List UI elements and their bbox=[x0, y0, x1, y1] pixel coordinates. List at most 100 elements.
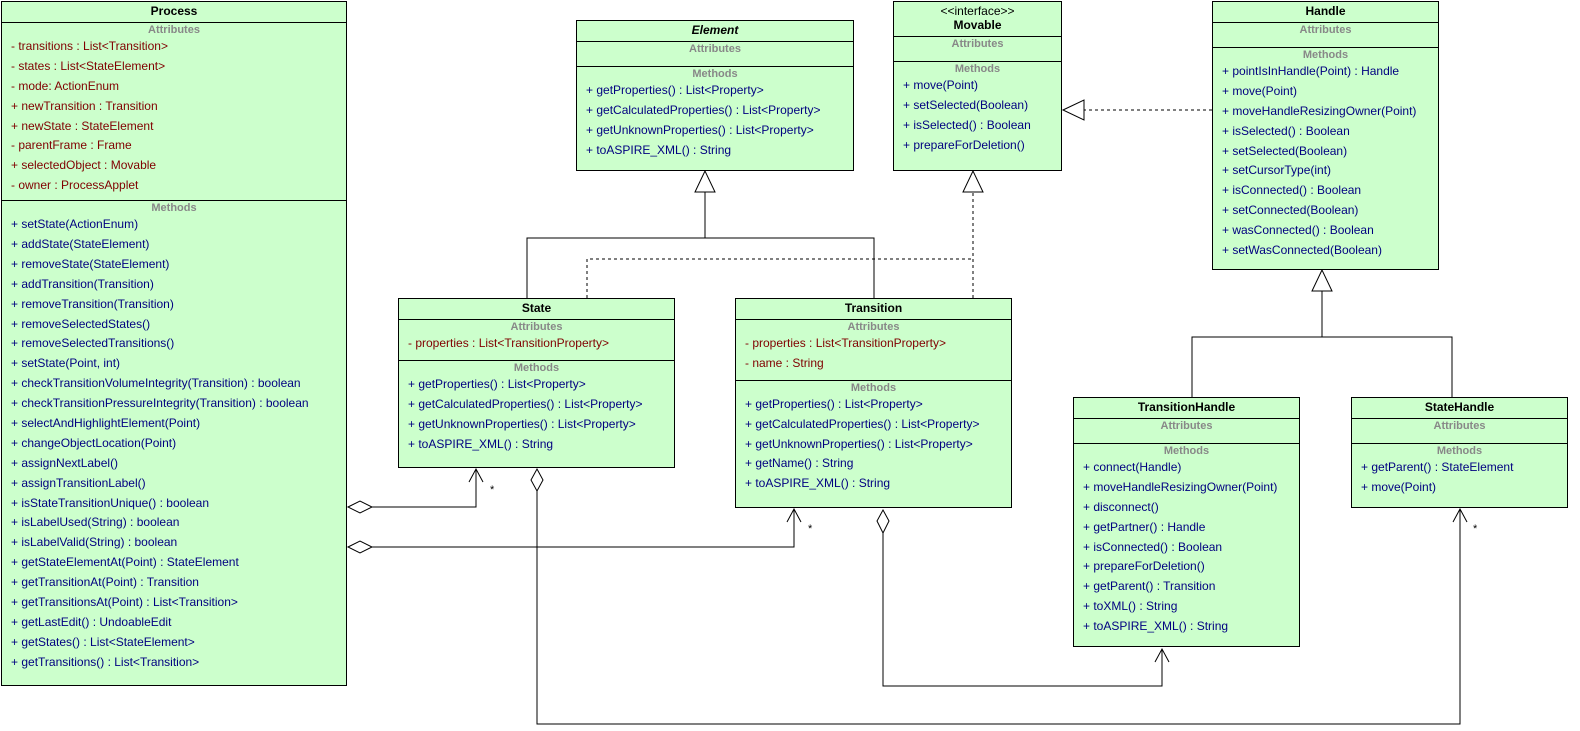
method-row: + toASPIRE_XML() : String bbox=[408, 436, 554, 451]
method-row: + wasConnected() : Boolean bbox=[1222, 223, 1374, 238]
nav-arrowhead-state bbox=[468, 467, 484, 483]
method-row: + getProperties() : List<Property> bbox=[408, 376, 586, 391]
realization-arrowhead-movable bbox=[962, 169, 984, 193]
class-handle[interactable]: Handle Attributes Methods + pointIsInHan… bbox=[1212, 1, 1439, 270]
attribute-row: - name : String bbox=[745, 355, 824, 370]
generalization-arrowhead-handle bbox=[1311, 268, 1333, 292]
section-title: Attributes bbox=[689, 43, 741, 55]
method-row: + pointIsInHandle(Point) : Handle bbox=[1222, 64, 1400, 78]
method-row: + getName() : String bbox=[745, 456, 854, 471]
method-row: + getTransitions() : List<Transition> bbox=[11, 654, 200, 669]
method-row: + getCalculatedProperties() : List<Prope… bbox=[745, 416, 980, 431]
class-state[interactable]: State Attributes - properties : List<Tra… bbox=[398, 298, 675, 468]
method-row: + getProperties() : List<Property> bbox=[586, 83, 764, 97]
method-row: + assignTransitionLabel() bbox=[11, 475, 146, 490]
multiplicity-process-transition: * bbox=[808, 523, 813, 535]
generalization-arrowhead-element bbox=[694, 169, 716, 193]
method-row: + getCalculatedProperties() : List<Prope… bbox=[408, 396, 643, 411]
method-row: + getUnknownProperties() : List<Property… bbox=[745, 436, 973, 451]
attributes-section: Attributes - properties : List<Transitio… bbox=[736, 320, 1011, 381]
method-row: + setState(Point, int) bbox=[11, 356, 121, 371]
class-transition-handle[interactable]: TransitionHandle Attributes Methods + co… bbox=[1073, 397, 1300, 647]
attribute-row: - owner : ProcessApplet bbox=[11, 178, 139, 193]
generalization-statehandle-handle bbox=[1322, 336, 1453, 397]
method-row: + removeSelectedStates() bbox=[11, 316, 151, 331]
method-row: + removeTransition(Transition) bbox=[11, 296, 174, 311]
attribute-row: - parentFrame : Frame bbox=[11, 138, 132, 153]
method-row: + getLastEdit() : UndoableEdit bbox=[11, 614, 172, 629]
method-row: + getCalculatedProperties() : List<Prope… bbox=[586, 102, 821, 117]
aggregation-process-state bbox=[372, 470, 477, 508]
attribute-row: + newState : StateElement bbox=[11, 118, 154, 133]
method-row: + addTransition(Transition) bbox=[11, 276, 154, 291]
method-row: + connect(Handle) bbox=[1083, 460, 1182, 474]
section-title: Methods bbox=[1302, 49, 1349, 61]
attributes-section: Attributes bbox=[894, 37, 1061, 62]
class-name: Transition bbox=[844, 301, 903, 315]
methods-section: Methods + getProperties() : List<Propert… bbox=[577, 67, 853, 161]
methods-section: Methods + connect(Handle) + moveHandleRes… bbox=[1074, 444, 1299, 637]
multiplicity-state-statehandle: * bbox=[1473, 523, 1478, 535]
method-row: + isLabelUsed(String) : boolean bbox=[11, 515, 180, 530]
method-row: + addState(StateElement) bbox=[11, 237, 150, 252]
aggregation-process-transition bbox=[372, 510, 795, 548]
section-title: Attributes bbox=[847, 321, 900, 333]
nav-arrowhead-transitionhandle bbox=[1154, 647, 1170, 663]
class-process[interactable]: Process Attributes - transitions : List<… bbox=[1, 1, 347, 686]
section-title: Attributes bbox=[1433, 420, 1486, 432]
nav-arrowhead-transition bbox=[786, 507, 802, 523]
method-row: + isLabelValid(String) : boolean bbox=[11, 535, 178, 550]
attributes-section: Attributes bbox=[1213, 23, 1438, 48]
attribute-row: - properties : List<TransitionProperty> bbox=[408, 336, 609, 350]
section-title: Attributes bbox=[148, 24, 200, 36]
class-name: Process bbox=[150, 4, 198, 18]
method-row: + isStateTransitionUnique() : boolean bbox=[11, 495, 209, 510]
method-row: + removeState(StateElement) bbox=[11, 256, 170, 271]
realization-state-movable bbox=[586, 258, 973, 298]
method-row: + toASPIRE_XML() : String bbox=[745, 476, 891, 491]
class-header: Transition bbox=[736, 299, 1011, 320]
method-row: + toASPIRE_XML() : String bbox=[1083, 619, 1229, 634]
method-row: + move(Point) bbox=[1222, 83, 1298, 98]
method-row: + setConnected(Boolean) bbox=[1222, 203, 1359, 218]
aggregation-state-statehandle bbox=[536, 491, 1461, 725]
method-row: + getUnknownProperties() : List<Property… bbox=[408, 416, 636, 431]
method-row: + moveHandleResizingOwner(Point) bbox=[1222, 103, 1417, 118]
method-row: + isConnected() : Boolean bbox=[1083, 539, 1223, 554]
aggregation-diamond-transition bbox=[876, 508, 890, 535]
attribute-row: - transitions : List<Transition> bbox=[11, 39, 168, 53]
section-title: Methods bbox=[513, 361, 560, 374]
section-title: Attributes bbox=[510, 321, 563, 333]
section-title: Methods bbox=[1163, 445, 1210, 457]
class-transition[interactable]: Transition Attributes - properties : Lis… bbox=[735, 298, 1012, 508]
method-row: + move(Point) bbox=[903, 78, 979, 92]
attribute-row: - mode: ActionEnum bbox=[11, 78, 120, 93]
method-row: + move(Point) bbox=[1361, 479, 1437, 494]
section-title: Methods bbox=[954, 63, 1001, 75]
method-row: + getTransitionsAt(Point) : List<Transit… bbox=[11, 595, 238, 610]
class-state-handle[interactable]: StateHandle Attributes Methods + getPare… bbox=[1351, 397, 1568, 508]
nav-arrowhead-statehandle bbox=[1452, 507, 1468, 523]
interface-movable[interactable]: <<interface>> Movable Attributes Methods… bbox=[893, 1, 1062, 171]
method-row: + getStateElementAt(Point) : StateElemen… bbox=[11, 555, 239, 570]
method-row: + removeSelectedTransitions() bbox=[11, 336, 175, 351]
class-name: StateHandle bbox=[1424, 400, 1495, 414]
method-row: + prepareForDeletion() bbox=[903, 137, 1025, 152]
section-title: Attributes bbox=[1299, 24, 1352, 36]
methods-section: Methods + move(Point)+ setSelected(Boole… bbox=[894, 62, 1061, 156]
method-row: + moveHandleResizingOwner(Point) bbox=[1083, 479, 1278, 494]
attributes-section: Attributes bbox=[1352, 419, 1567, 444]
section-title: Methods bbox=[692, 68, 738, 80]
attribute-row: + newTransition : Transition bbox=[11, 98, 158, 113]
aggregation-diamond-state bbox=[530, 467, 544, 493]
aggregation-diamond-process-transition bbox=[346, 540, 374, 554]
section-title: Methods bbox=[1436, 445, 1483, 457]
methods-section: Methods + getProperties() : List<Propert… bbox=[736, 381, 1011, 494]
attributes-section: Attributes - transitions : List<Transiti… bbox=[2, 23, 346, 202]
class-header: Process bbox=[2, 2, 346, 23]
method-row: + toASPIRE_XML() : String bbox=[586, 142, 732, 157]
generalization-transition-element bbox=[705, 237, 875, 298]
class-element[interactable]: Element Attributes Methods + getProperti… bbox=[576, 20, 854, 171]
method-row: + setSelected(Boolean) bbox=[1222, 143, 1348, 158]
class-header: State bbox=[399, 299, 674, 320]
